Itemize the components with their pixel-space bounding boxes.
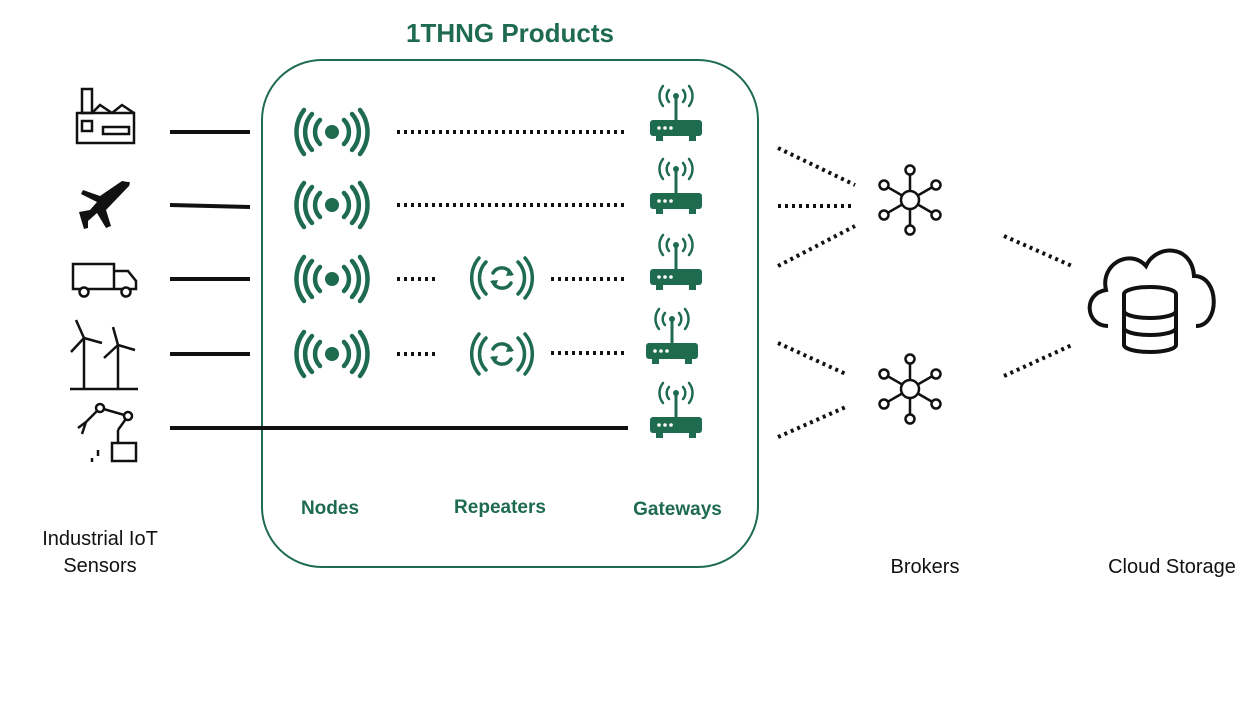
repeater-icon-2 bbox=[469, 332, 535, 376]
gateway-broker-links bbox=[777, 146, 856, 439]
gateway-icon-4 bbox=[644, 307, 700, 366]
sensor-link-2 bbox=[169, 203, 251, 209]
node-signal-icon-3 bbox=[296, 257, 367, 301]
airplane-icon bbox=[79, 181, 130, 229]
brokers-label: Brokers bbox=[890, 556, 960, 578]
cloud-storage-icon bbox=[1087, 248, 1216, 354]
node-signal-icon-1 bbox=[296, 110, 367, 154]
broker-cloud-links bbox=[1003, 234, 1073, 378]
cloud-storage-label: Cloud Storage bbox=[1108, 556, 1236, 578]
gateway-icon-1 bbox=[648, 84, 704, 143]
broker-hub-icon-1 bbox=[878, 164, 942, 236]
broker-hub-icon-2 bbox=[878, 353, 942, 425]
sensors-label: Industrial IoT Sensors bbox=[20, 526, 180, 580]
factory-icon bbox=[75, 87, 136, 145]
sensor-links bbox=[169, 130, 628, 430]
robot-arm-icon bbox=[77, 402, 138, 463]
node-signal-icon-4 bbox=[296, 332, 367, 376]
gateway-icon-3 bbox=[648, 233, 704, 292]
wind-turbine-icon bbox=[70, 319, 138, 391]
repeaters-label: Repeaters bbox=[454, 497, 546, 518]
repeater-icon-1 bbox=[469, 256, 535, 300]
sensors-label-line2: Sensors bbox=[63, 555, 137, 577]
products-container bbox=[261, 59, 759, 568]
diagram-title: 1THNG Products bbox=[405, 18, 615, 48]
truck-icon bbox=[71, 262, 138, 298]
nodes-label: Nodes bbox=[300, 498, 360, 519]
node-gateway-links bbox=[397, 130, 628, 356]
node-signal-icon-2 bbox=[296, 183, 367, 227]
sensors-label-line1: Industrial IoT bbox=[42, 528, 158, 550]
gateway-icon-2 bbox=[648, 157, 704, 216]
gateway-icon-5 bbox=[648, 381, 704, 440]
gateways-label: Gateways bbox=[633, 499, 722, 520]
